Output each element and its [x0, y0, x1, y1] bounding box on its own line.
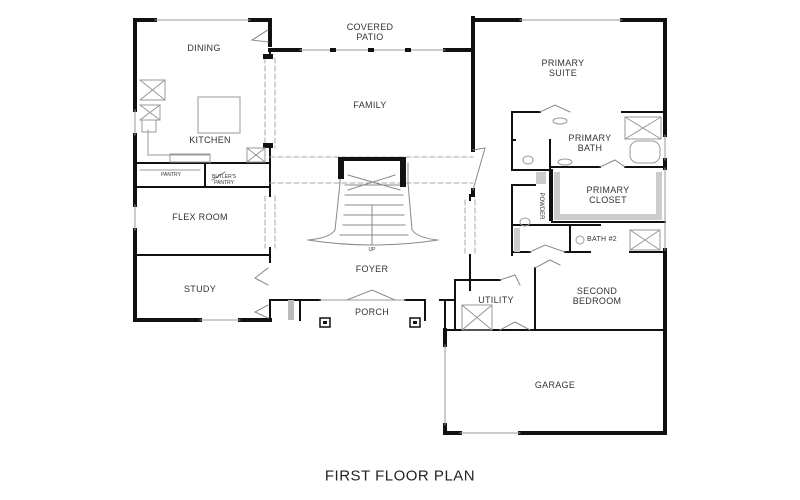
patio-posts: [263, 48, 411, 148]
room-label-kitchen: KITCHEN: [189, 135, 231, 145]
porch-columns: [319, 317, 421, 328]
closet-shelving: [514, 172, 662, 252]
room-label-dining: DINING: [187, 43, 221, 53]
room-label-primary-bath: PRIMARY BATH: [568, 133, 612, 153]
door-swings: [211, 29, 626, 331]
openings: [134, 19, 666, 434]
bath-fixtures: [461, 116, 662, 331]
plan-title: FIRST FLOOR PLAN: [324, 467, 476, 485]
room-label-primary-closet: PRIMARY CLOSET: [586, 185, 630, 205]
room-label-porch: PORCH: [354, 307, 390, 317]
room-label-primary-suite: PRIMARY SUITE: [541, 58, 585, 78]
label-powder: POWDER: [538, 192, 544, 220]
kitchen-fixtures: [139, 79, 266, 171]
room-label-flex-room: FLEX ROOM: [172, 212, 228, 222]
staircase: [307, 162, 439, 246]
room-label-family: FAMILY: [353, 100, 387, 110]
room-label-foyer: FOYER: [355, 264, 389, 274]
room-label-utility: UTILITY: [478, 295, 514, 305]
label-butlers-pantry: BUTLER'S PANTRY: [211, 174, 237, 186]
room-label-study: STUDY: [183, 284, 217, 294]
label-pantry: PANTRY: [161, 172, 181, 178]
label-stair-up: UP: [368, 247, 376, 253]
room-label-second-bedroom: SECOND BEDROOM: [572, 286, 622, 306]
room-label-covered-patio: COVERED PATIO: [346, 22, 394, 42]
room-label-bath-2: BATH #2: [587, 236, 617, 243]
exterior-walls: [133, 16, 667, 435]
room-label-garage: GARAGE: [534, 380, 576, 390]
